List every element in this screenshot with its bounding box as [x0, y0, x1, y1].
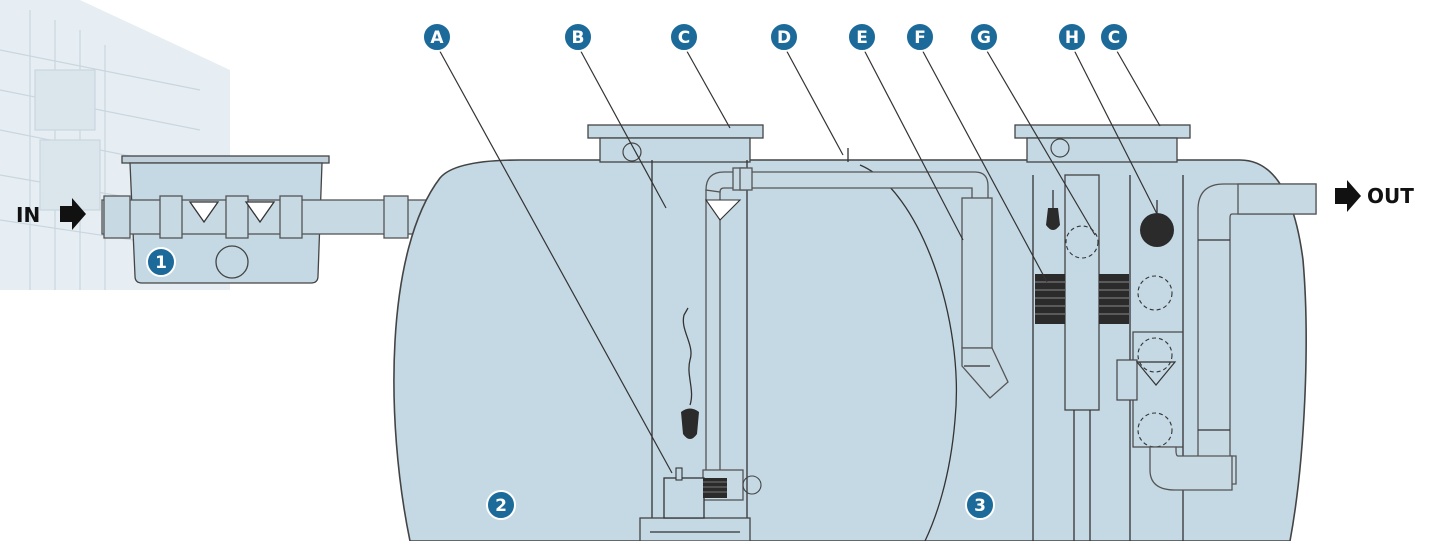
callout-badge-c-left: C — [669, 22, 699, 52]
zone-label-3: 3 — [974, 496, 986, 516]
callout-badge-c-right: C — [1099, 22, 1129, 52]
callout-badge-e: E — [847, 22, 877, 52]
callout-label-b: B — [572, 28, 585, 48]
flow-out-arrow-icon — [1335, 180, 1361, 212]
flow-out-label: OUT — [1367, 184, 1414, 208]
zone-badge-1: 1 — [146, 247, 176, 277]
callout-badge-g: G — [969, 22, 999, 52]
callout-leader-lines — [436, 45, 1161, 474]
zone-label-1: 1 — [155, 253, 167, 273]
callout-label-h: H — [1065, 28, 1079, 48]
callout-badge-a: A — [422, 22, 452, 52]
callout-label-d: D — [777, 28, 791, 48]
building-window-sketch — [0, 0, 230, 290]
callout-badge-d: D — [769, 22, 799, 52]
flow-in-label: IN — [16, 203, 40, 227]
flow-in-arrow-icon — [60, 198, 86, 230]
separation-chamber — [1032, 174, 1184, 541]
pump-chamber — [639, 160, 751, 541]
zone-badge-2: 2 — [486, 490, 516, 520]
callout-badge-f: F — [905, 22, 935, 52]
flow-out-marker: OUT — [1335, 180, 1414, 212]
callout-label-g: G — [977, 28, 991, 48]
zone-badge-3: 3 — [965, 490, 995, 520]
flow-in-marker: IN — [16, 198, 86, 230]
rising-main-pipe — [702, 148, 989, 501]
submersible-pump — [663, 467, 762, 519]
callout-label-f: F — [914, 28, 926, 48]
float-switch-cable — [681, 307, 699, 439]
manhole-right — [1014, 124, 1191, 163]
callout-label-c-left: C — [678, 28, 690, 48]
outlet-pipe — [1149, 183, 1317, 491]
callout-label-e: E — [856, 28, 868, 48]
zone-label-2: 2 — [495, 496, 507, 516]
callout-label-a: A — [430, 28, 444, 48]
callout-badge-b: B — [563, 22, 593, 52]
callout-badge-h: H — [1057, 22, 1087, 52]
callout-label-c-right: C — [1108, 28, 1120, 48]
manhole-left — [587, 124, 764, 163]
inlet-deflector — [961, 197, 1009, 399]
